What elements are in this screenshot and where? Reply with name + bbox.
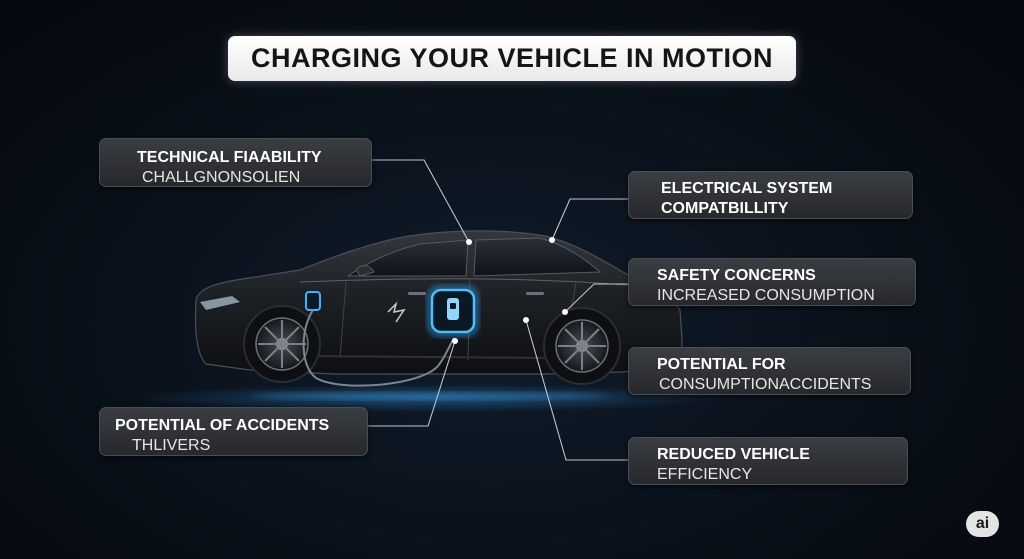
ai-badge: ai bbox=[966, 511, 999, 537]
label-potential-line1: POTENTIAL FOR bbox=[657, 356, 786, 373]
rear-wheel bbox=[543, 307, 621, 385]
leader-line-reduced bbox=[525, 319, 628, 461]
floor-glow-core bbox=[250, 392, 610, 400]
label-safety-line1: SAFETY CONCERNS bbox=[657, 267, 816, 284]
car-mirror bbox=[355, 265, 375, 277]
car-door-handle-front bbox=[408, 292, 426, 295]
label-reduced-efficiency: REDUCED VEHICLE EFFICIENCY bbox=[628, 437, 908, 485]
label-safety-line2: INCREASED CONSUMPTION bbox=[657, 287, 875, 304]
label-technical-reliability: TECHNICAL FIAABILITY CHALLGNONSOLIEN bbox=[99, 138, 372, 187]
label-accidents-line2: THLIVERS bbox=[132, 437, 211, 454]
page-title: CHARGING YOUR VEHICLE IN MOTION bbox=[250, 43, 774, 73]
leader-dot-safety bbox=[562, 309, 568, 315]
label-electrical-line1: ELECTRICAL SYSTEM bbox=[661, 180, 833, 197]
label-electrical-system: ELECTRICAL SYSTEM COMPATBILLITY bbox=[628, 171, 913, 219]
car-door-handle-rear bbox=[526, 292, 544, 295]
lightning-logo-icon bbox=[387, 301, 406, 323]
label-reduced-line2: EFFICIENCY bbox=[657, 466, 753, 483]
car-window-rear bbox=[473, 237, 602, 277]
car-beltline bbox=[299, 278, 641, 287]
car-door-line-1 bbox=[339, 281, 347, 359]
leader-dot-reduced bbox=[523, 317, 529, 323]
label-potential-for: POTENTIAL FOR CONSUMPTIONACCIDENTS bbox=[628, 347, 911, 395]
label-potential-of-accidents: POTENTIAL OF ACCIDENTS THLIVERS bbox=[99, 407, 368, 456]
leader-line-safety bbox=[564, 283, 628, 313]
leader-dot-technical bbox=[466, 239, 472, 245]
leader-line-accidents bbox=[368, 340, 456, 427]
front-wheel bbox=[243, 305, 321, 383]
label-technical-line1: TECHNICAL FIAABILITY bbox=[137, 149, 322, 166]
charging-cable bbox=[302, 309, 455, 387]
leader-dot-accidents bbox=[452, 338, 458, 344]
car-headlight bbox=[200, 296, 240, 310]
label-potential-line2: CONSUMPTIONACCIDENTS bbox=[659, 376, 872, 393]
label-technical-line2: CHALLGNONSOLIEN bbox=[142, 169, 301, 186]
charger-glow-halo bbox=[427, 285, 479, 337]
label-safety-concerns: SAFETY CONCERNS INCREASED CONSUMPTION bbox=[628, 258, 916, 306]
leader-dot-electrical bbox=[549, 237, 555, 243]
label-reduced-line1: REDUCED VEHICLE bbox=[657, 446, 810, 463]
front-charge-port bbox=[305, 291, 321, 311]
leader-line-technical bbox=[372, 159, 470, 243]
ai-badge-label: ai bbox=[975, 515, 990, 532]
label-accidents-line1: POTENTIAL OF ACCIDENTS bbox=[115, 417, 330, 434]
label-electrical-line2: COMPATBILLITY bbox=[661, 200, 789, 217]
title-banner: CHARGING YOUR VEHICLE IN MOTION bbox=[228, 36, 796, 81]
leader-line-electrical bbox=[551, 198, 628, 241]
car-sill-line bbox=[299, 355, 561, 359]
